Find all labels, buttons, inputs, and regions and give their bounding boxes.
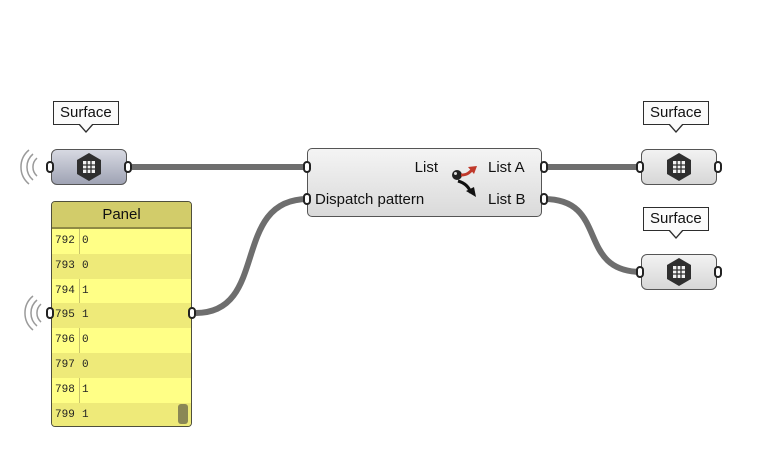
panel-row: 795 1 [52,303,191,329]
panel-title: Panel [52,202,191,229]
panel-row: 792 0 [52,229,191,254]
dispatch-icon [452,166,477,197]
output-grip[interactable] [124,161,132,173]
panel-input-grip[interactable] [46,307,54,319]
surface-hexagon-icon [667,258,691,286]
output-label-list-a: List A [488,159,525,176]
input-grip-list[interactable] [303,161,311,173]
row-index: 799 [55,408,75,421]
surface-param-input[interactable] [51,149,127,185]
input-grip[interactable] [636,161,644,173]
output-grip-list-a[interactable] [540,161,548,173]
row-index: 795 [55,309,75,322]
output-grip[interactable] [714,161,722,173]
wireless-input-icon [24,295,42,331]
input-grip[interactable] [46,161,54,173]
surface-param-output-a[interactable] [641,149,717,185]
row-index: 794 [55,284,75,297]
wire-list-b-to-surface[interactable] [543,196,643,275]
panel-row: 796 0 [52,328,191,353]
surface-hexagon-icon [667,153,691,181]
panel-row: 793 0 [52,253,191,279]
panel-row: 794 1 [52,279,191,304]
row-value: 0 [82,358,89,371]
surface-param-output-b[interactable] [641,254,717,290]
row-index: 796 [55,334,75,347]
wire-panel-to-dispatch-pattern[interactable] [195,196,309,316]
input-grip[interactable] [636,266,644,278]
row-value: 1 [82,408,89,421]
output-label-list-b: List B [488,191,526,208]
panel-component[interactable]: Panel 792 0 793 0 794 1 795 1 796 0 797 0 798 1… [51,201,192,427]
panel-scrollbar[interactable] [178,404,188,424]
panel-row: 798 1 [52,378,191,403]
output-grip-list-b[interactable] [540,193,548,205]
wireless-input-icon [20,149,38,185]
row-value: 1 [82,383,89,396]
panel-row: 797 0 [52,352,191,378]
input-label-list: List [414,159,438,176]
row-value: 0 [82,235,89,247]
dispatch-component[interactable]: List Dispatch pattern List A List B [307,148,542,217]
panel-row: 799 1 [52,402,191,426]
row-value: 1 [82,284,89,297]
surface-tag-right-bottom: Surface [643,207,709,239]
row-index: 797 [55,358,75,371]
panel-output-grip[interactable] [188,307,196,319]
input-grip-dispatch-pattern[interactable] [303,193,311,205]
row-value: 0 [82,334,89,347]
row-value: 1 [82,309,89,322]
row-index: 793 [55,259,75,272]
row-index: 792 [55,235,75,247]
output-grip[interactable] [714,266,722,278]
input-label-dispatch-pattern: Dispatch pattern [315,191,425,208]
surface-hexagon-icon [77,153,101,181]
surface-tag-left: Surface [53,101,119,133]
row-value: 0 [82,259,89,272]
row-index: 798 [55,383,75,396]
surface-tag-right-top: Surface [643,101,709,133]
